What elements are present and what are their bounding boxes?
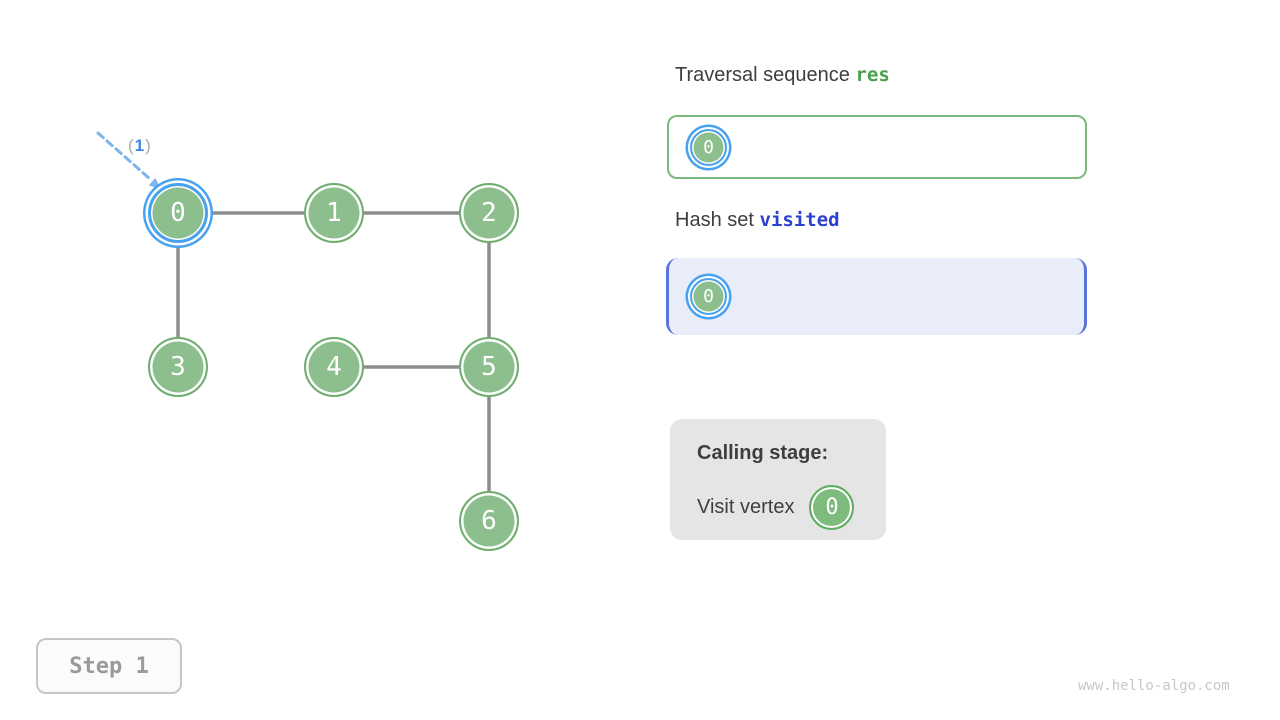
arrow-label-open-paren: ( bbox=[128, 136, 135, 155]
graph-vertex-4: 4 bbox=[304, 337, 364, 397]
hash-set-title-text: Hash set bbox=[675, 209, 754, 231]
graph-vertex-6: 6 bbox=[459, 491, 519, 551]
graph-vertex-2: 2 bbox=[459, 183, 519, 243]
watermark: www.hello-algo.com bbox=[1078, 678, 1230, 694]
graph-vertex-0: 0 bbox=[148, 183, 208, 243]
calling-stage-vertex: 0 bbox=[809, 485, 855, 530]
graph-vertex-5: 5 bbox=[459, 337, 519, 397]
arrow-label-close-paren: ) bbox=[145, 136, 152, 155]
hash-set-title: Hash set visited bbox=[675, 209, 840, 232]
traversal-sequence-title: Traversal sequence res bbox=[675, 64, 890, 87]
arrow-step-label: (1) bbox=[128, 136, 152, 156]
hash-set-box: 0 bbox=[666, 258, 1087, 335]
res-code-label: res bbox=[855, 64, 890, 86]
traversal-sequence-box: 0 bbox=[667, 115, 1087, 179]
graph-vertex-3: 3 bbox=[148, 337, 208, 397]
res-item-0: 0 bbox=[690, 128, 727, 166]
arrow-label-number: 1 bbox=[134, 136, 146, 155]
calling-stage-box: Calling stage: Visit vertex 0 bbox=[670, 419, 886, 540]
step-badge: Step 1 bbox=[36, 638, 182, 694]
pointer-arrow bbox=[96, 131, 161, 189]
visited-item-0: 0 bbox=[690, 278, 727, 315]
traversal-title-text: Traversal sequence bbox=[675, 64, 850, 86]
calling-stage-title: Calling stage: bbox=[697, 442, 829, 464]
calling-stage-action-row: Visit vertex 0 bbox=[697, 485, 886, 530]
visited-code-label: visited bbox=[759, 209, 840, 231]
graph-vertex-1: 1 bbox=[304, 183, 364, 243]
calling-stage-action-text: Visit vertex bbox=[697, 496, 795, 518]
